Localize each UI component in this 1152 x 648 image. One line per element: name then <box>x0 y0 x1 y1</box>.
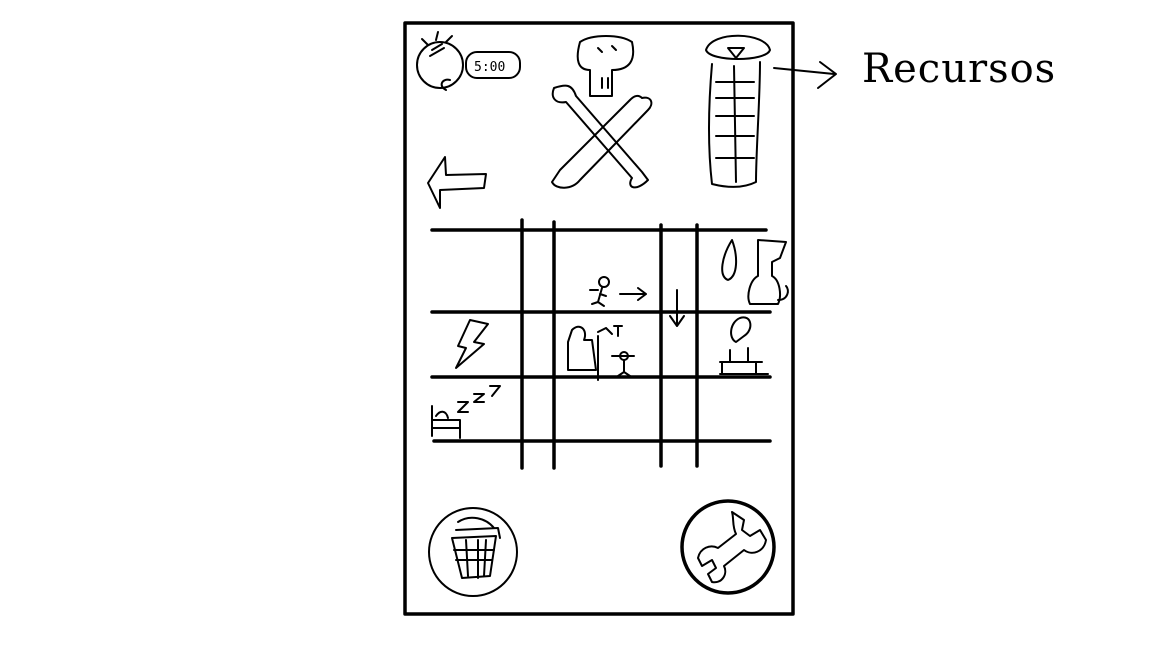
settings-wrench-button[interactable] <box>680 499 776 595</box>
walking-character-icon[interactable] <box>589 276 647 307</box>
sleep-bed-icon[interactable] <box>431 385 501 439</box>
skull-crossbones-icon[interactable] <box>551 35 653 189</box>
shop-basket-button[interactable] <box>428 507 518 597</box>
lamp-desk-icon[interactable] <box>719 316 769 375</box>
water-droplet-icon[interactable] <box>721 239 738 281</box>
down-arrow-icon[interactable] <box>669 289 685 327</box>
back-arrow-icon[interactable] <box>427 156 487 209</box>
crafting-station-icon[interactable] <box>567 325 635 381</box>
phone-frame <box>403 21 795 616</box>
annotation-label: Recursos <box>862 46 1056 92</box>
resource-container-icon[interactable] <box>705 34 771 188</box>
sun-clock-icon: 5:00 <box>416 31 521 91</box>
lightning-icon[interactable] <box>455 319 489 369</box>
game-grid <box>430 218 772 470</box>
clock-readout: 5:00 <box>474 60 505 75</box>
bucket-icon[interactable] <box>747 239 789 305</box>
annotation-arrow <box>773 61 837 89</box>
